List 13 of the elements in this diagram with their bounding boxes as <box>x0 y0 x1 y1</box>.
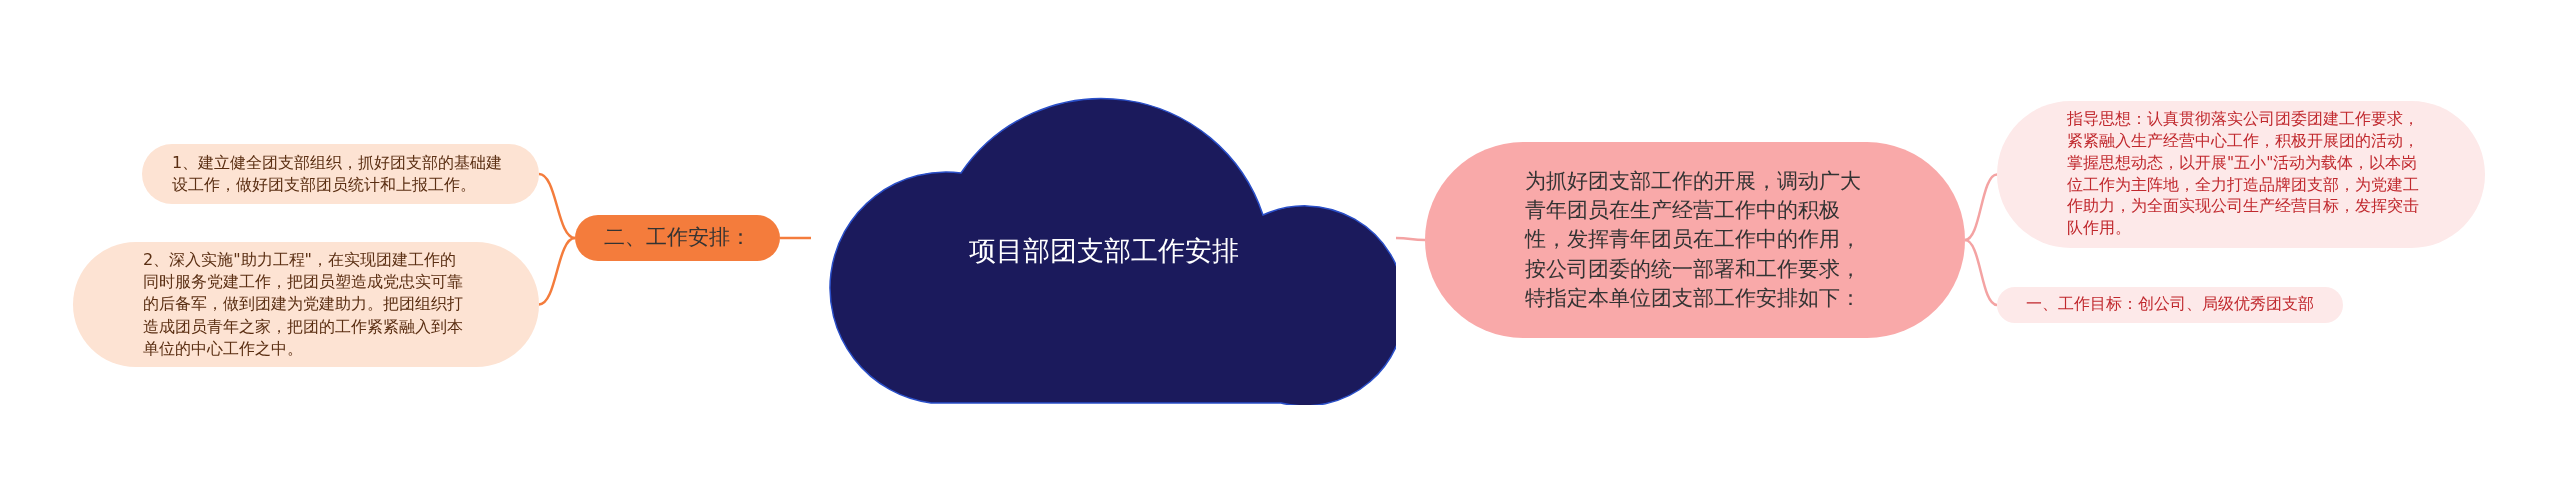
subtopic-box: 一、工作目标：创公司、局级优秀团支部 <box>1997 287 2343 323</box>
connector-line <box>1964 238 1998 307</box>
subtopic-box: 1、建立健全团支部组织，抓好团支部的基础建设工作，做好团支部团员统计和上报工作。 <box>142 144 539 204</box>
connector-line <box>1396 236 1425 242</box>
connector-line <box>780 236 811 240</box>
topic-box: 为抓好团支部工作的开展，调动广大青年团员在生产经营工作中的积极性，发挥青年团员在工作中的作用，按公司团委的统一部署和工作要求，特指定本单位团支部工作安排如下： <box>1425 142 1965 338</box>
subtopic-box: 2、深入实施"助力工程"，在实现团建工作的同时服务党建工作，把团员塑造成党忠实可靠的后备军，做到团建为党建助力。把团组织打造成团员青年之家，把团的工作紧紧融入到本单位的中心工作之中。 <box>73 242 539 367</box>
subtopic-box: 指导思想：认真贯彻落实公司团委团建工作要求，紧紧融入生产经营中心工作，积极开展团的活动，掌握思想动态，以开展"五小"活动为载体，以本岗位工作为主阵地，全力打造品牌团支部，为党建工作助力，为全面实现公司生产经营目标，发挥突击队作用。 <box>1997 101 2485 248</box>
connector-line <box>1964 173 1998 242</box>
central-topic: 项目部团支部工作安排 <box>968 234 1239 269</box>
branch-box: 二、工作安排： <box>575 215 780 261</box>
connector-line <box>538 172 576 240</box>
connector-line <box>538 236 576 306</box>
